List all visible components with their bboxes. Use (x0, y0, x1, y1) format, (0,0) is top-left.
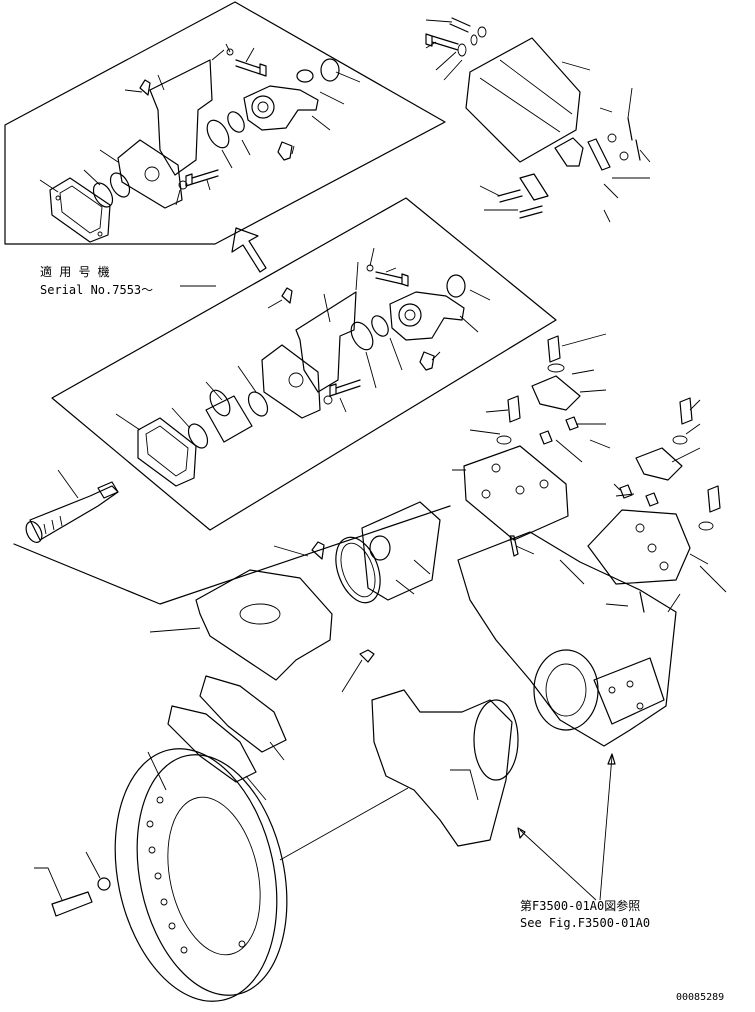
middle-oring-2 (371, 315, 389, 337)
chamber-bolt-2 (497, 189, 523, 203)
middle-ring-1 (187, 423, 209, 449)
drawing-number: 00085289 (676, 992, 724, 1003)
caliper-screw (359, 649, 375, 663)
clamp-left (496, 335, 581, 445)
upper-slack-adjuster (243, 85, 319, 131)
clamp-right (619, 397, 721, 531)
upper-ring-2 (109, 172, 131, 198)
clamp-bolt-left (547, 335, 561, 363)
upper-oring-1 (206, 119, 230, 149)
brake-pad-outer (199, 675, 287, 753)
chamber-bolt (425, 33, 459, 51)
middle-snap-ring (446, 274, 466, 298)
caliper-piston-block (361, 501, 441, 601)
chamber-plate (519, 173, 549, 201)
middle-bushing (205, 395, 253, 443)
middle-bolt-1 (329, 379, 361, 397)
middle-panel-outline (51, 197, 557, 531)
upper-bolt-1 (185, 169, 219, 187)
upper-panel (4, 1, 446, 245)
clamp-bolt-right (679, 397, 693, 425)
chamber-clevis (554, 137, 584, 167)
upper-gasket-plate (49, 177, 111, 243)
middle-gasket-plate (137, 417, 197, 487)
brake-disc (114, 748, 409, 1002)
reference-note-en: See Fig.F3500-01A0 (520, 916, 650, 930)
middle-bracket (295, 291, 357, 393)
serial-note: 適 用 号 機 Serial No.7553～ (40, 264, 216, 297)
up-arrow (231, 227, 267, 273)
mount-plate-right (587, 509, 691, 613)
spindle (371, 689, 519, 847)
mount-pin-left (509, 535, 519, 557)
upper-ring-1 (92, 182, 114, 208)
upper-housing-flange (117, 139, 183, 209)
clamp-bolt-left-2 (507, 395, 521, 423)
middle-housing-flange (261, 344, 321, 419)
middle-sensor (419, 351, 435, 371)
upper-pin (296, 69, 314, 83)
middle-ring-2 (247, 391, 269, 417)
reference-note-jp: 第F3500-01A0図参照 (520, 898, 640, 913)
mount-plate-left (463, 445, 569, 557)
disc-washer (97, 877, 111, 891)
caliper-bleeder (311, 541, 325, 560)
serial-note-en: Serial No.7553～ (40, 283, 153, 297)
upper-bolt-2 (235, 59, 267, 77)
axle-housing (457, 531, 677, 747)
upper-grease-fitting (139, 79, 151, 96)
disc-bolt (34, 851, 111, 917)
brake-caliper (195, 569, 333, 681)
reference-note: 第F3500-01A0図参照 See Fig.F3500-01A0 (517, 753, 650, 930)
lower-panel-line (13, 505, 451, 605)
upper-panel-outline (4, 1, 446, 245)
caliper-group (149, 501, 441, 693)
upper-bracket (149, 59, 213, 176)
chamber-link (587, 138, 611, 171)
mount-pin-right (639, 591, 645, 613)
brake-chamber (465, 37, 581, 163)
middle-grease-fitting (281, 287, 293, 304)
serial-note-jp: 適 用 号 機 (40, 264, 110, 279)
upper-oring-2 (227, 111, 245, 133)
upper-sensor (277, 141, 293, 161)
middle-slack-adjuster (389, 291, 465, 341)
middle-bolt-2 (375, 271, 409, 287)
chamber-bolt-3 (519, 205, 543, 219)
chamber-stud (449, 17, 471, 33)
middle-oring-1 (350, 321, 374, 351)
upper-snap-ring (320, 58, 340, 82)
clamp-bolt-right-2 (707, 485, 721, 513)
middle-panel (51, 197, 557, 531)
brake-pads (167, 675, 287, 801)
brake-chamber-group (425, 17, 651, 223)
brake-pad-inner (167, 705, 257, 783)
caliper-seal (335, 536, 381, 604)
axle-shaft (25, 469, 119, 543)
